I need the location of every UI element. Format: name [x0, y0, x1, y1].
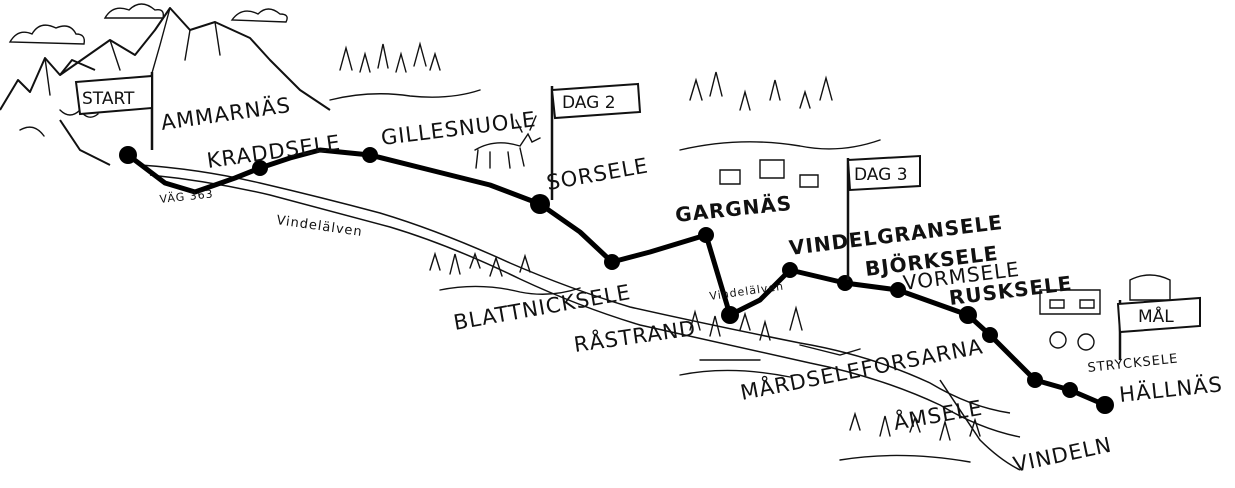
label-amsele: ÅMSELE [891, 394, 984, 435]
stop-rusksele [959, 306, 977, 324]
label-kraddsele: KRADDSELE [205, 130, 342, 173]
reindeer-illustration [474, 115, 541, 169]
stop-mardseleforsarna [982, 327, 998, 343]
flag-dag2-label: DAG 2 [562, 93, 616, 113]
flag-start: START [74, 72, 154, 150]
stop-kraddsele [252, 160, 268, 176]
stop-gillesnuole [362, 147, 378, 163]
label-vag-363: VÄG 363 [159, 187, 214, 206]
flag-dag3-label: DAG 3 [854, 165, 908, 185]
stop-rastrand [721, 306, 739, 324]
label-vindeln: VINDELN [1011, 433, 1114, 477]
flag-dag2: DAG 2 [550, 82, 642, 200]
route-stops [119, 146, 1114, 414]
stop-vormsele [890, 282, 906, 298]
stop-ammarnas [119, 146, 137, 164]
forest-illustration [329, 41, 1171, 463]
label-mardseleforsarna: MÅRDSELEFORSARNA [738, 332, 985, 405]
place-labels: AMMARNÄS KRADDSELE GILLESNUOLE SORSELE B… [159, 92, 1224, 477]
stop-sorsele [530, 194, 550, 214]
clouds-illustration [8, 3, 288, 45]
label-hallnas: HÄLLNÄS [1118, 371, 1224, 407]
label-sorsele: SORSELE [545, 153, 651, 195]
stop-hallnas [1096, 396, 1114, 414]
label-gargnas: GARGNÄS [674, 191, 793, 227]
label-gillesnuole: GILLESNUOLE [380, 107, 538, 150]
label-rastrand: RÅSTRAND [572, 314, 698, 357]
stop-gargnas [698, 227, 714, 243]
stop-amsele [1027, 372, 1043, 388]
flag-dag3: DAG 3 [846, 154, 921, 280]
label-ammarnas: AMMARNÄS [159, 92, 292, 135]
stop-bjorksele [837, 275, 853, 291]
flag-mal-label: MÅL [1138, 305, 1174, 327]
flag-start-label: START [82, 89, 135, 109]
label-strycksele: STRYCKSELE [1087, 352, 1179, 376]
stop-blattnicksele [604, 254, 620, 270]
river-vindelalven [139, 164, 1021, 471]
stop-strycksele [1062, 382, 1078, 398]
flag-mal: MÅL [1116, 296, 1201, 360]
mountains-illustration [0, 7, 331, 166]
stop-vindelgransele [782, 262, 798, 278]
